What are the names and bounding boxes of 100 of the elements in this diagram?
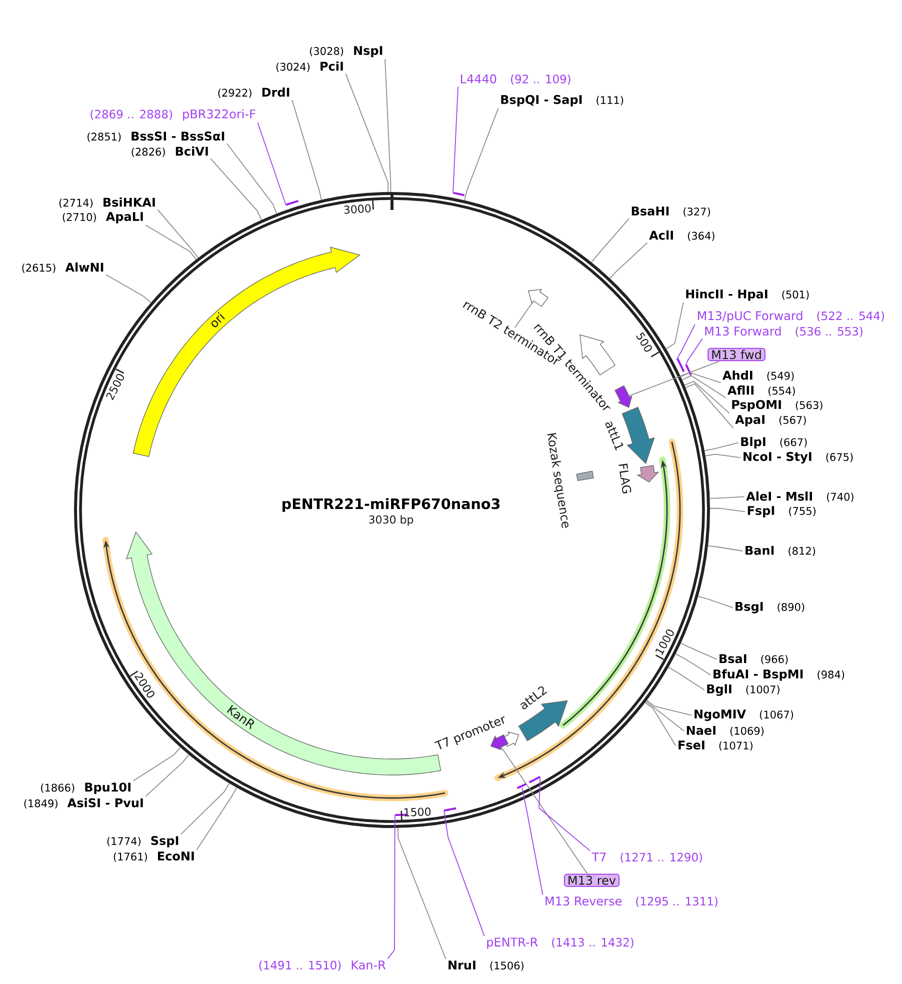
leader-line — [387, 814, 396, 960]
leader-line — [680, 372, 722, 384]
primer-mark — [444, 807, 456, 812]
leader-line — [132, 746, 181, 782]
leader-line — [704, 454, 742, 458]
leader-line — [684, 380, 730, 414]
leader-line — [668, 666, 705, 690]
enzyme-label: (2714) BsiHKAI — [59, 197, 155, 208]
leader-line — [444, 810, 485, 936]
leader-line — [675, 653, 712, 676]
primer-mark — [676, 358, 685, 372]
enzyme-label: BspQI - SapI (111) — [501, 95, 624, 106]
enzyme-label: BglI (1007) — [707, 684, 780, 696]
enzyme-label: HincII - HpaI (501) — [686, 289, 809, 301]
enzyme-label: FseI (1071) — [678, 740, 752, 751]
enzyme-label: NcoI - StyI (675) — [744, 452, 853, 464]
leader-line — [709, 496, 745, 499]
feature-label: FLAG — [618, 464, 632, 494]
enzyme-label: (2710) ApaLI — [62, 212, 143, 224]
scale-label: 1500 — [404, 807, 431, 816]
leader-line — [384, 58, 392, 192]
enzyme-label: (2851) BssSI - BssSαI — [88, 132, 224, 142]
enzyme-label: (1849) AsiSI - PvuI — [24, 798, 143, 809]
primer-mark — [286, 200, 299, 206]
scale-label: 1000 — [655, 629, 674, 655]
enzyme-label: NaeI (1069) — [686, 726, 764, 736]
primer-label: (1491 .. 1510) Kan-R — [259, 960, 386, 971]
leader-line — [591, 218, 630, 263]
primer-label: (2869 .. 2888) pBR322ori-F — [90, 109, 256, 121]
primer-label: T7 (1271 .. 1290) — [592, 852, 702, 863]
enzyme-label: AhdI (549) — [722, 370, 794, 381]
enzyme-label: PspOMI (563) — [732, 400, 822, 412]
feature-block: ori — [132, 246, 361, 457]
leader-line — [345, 73, 388, 192]
leader-line — [646, 700, 684, 732]
feature-block — [528, 288, 548, 307]
leader-line — [196, 787, 238, 850]
leader-line — [609, 242, 648, 279]
enzyme-label: AleI - MslI (740) — [746, 491, 854, 502]
leader-line — [686, 338, 703, 365]
primer-label: M13 Forward (536 .. 553) — [705, 326, 862, 338]
enzyme-label: BsgI (890) — [736, 602, 804, 614]
enzyme-label: BlpI (667) — [741, 436, 807, 448]
primer-mark — [528, 776, 540, 784]
enzyme-label: BfuAI - BspMI (984) — [714, 669, 844, 681]
leader-line — [628, 360, 720, 396]
leader-line — [464, 108, 499, 201]
leader-line — [538, 776, 590, 852]
leader-line — [210, 158, 262, 220]
enzyme-label: FspI (755) — [748, 506, 816, 518]
leader-line — [685, 383, 734, 429]
primer-label: L4440 (92 .. 109) — [460, 74, 570, 85]
primer-label: M13/pUC Forward (522 .. 544) — [698, 310, 884, 322]
leader-line — [680, 642, 718, 660]
enzyme-label: (3028) NspI — [310, 46, 382, 58]
leader-line — [704, 442, 739, 452]
leader-line — [292, 99, 322, 200]
leader-line — [397, 828, 446, 960]
leader-line — [666, 302, 684, 350]
feature-block — [622, 406, 655, 464]
leader-line — [522, 787, 544, 896]
scale-label: 3000 — [344, 204, 371, 214]
leader-line — [514, 300, 534, 328]
leader-line — [676, 324, 696, 359]
primer-label: M13 Reverse (1295 .. 1311) — [546, 896, 718, 907]
plasmid-name: pENTR221-miRFP670nano3 — [282, 498, 500, 512]
leader-line — [500, 746, 588, 874]
leader-line — [106, 274, 152, 304]
leader-line — [145, 754, 190, 797]
enzyme-label: (1774) SspI — [107, 836, 178, 848]
enzyme-label: BanI (812) — [746, 546, 816, 556]
enzyme-label: (1761) EcoNI — [114, 852, 194, 862]
enzyme-label: (2615) AlwNI — [22, 262, 104, 273]
enzyme-label: AflII (554) — [728, 385, 795, 396]
feature-label: attL1 — [605, 421, 624, 450]
enzyme-label: NruI (1506) — [448, 960, 524, 971]
primer-label: pENTR-R (1413 .. 1432) — [487, 938, 634, 949]
feature-box — [576, 470, 594, 481]
leader-line — [698, 596, 734, 608]
enzyme-label: AclI (364) — [649, 230, 714, 241]
enzyme-label: (1866) Bpu10I — [41, 782, 130, 794]
feature-label: Kozak sequence — [547, 432, 568, 528]
primer-mark — [685, 364, 692, 376]
leader-line — [452, 86, 458, 194]
feature-tag: M13 fwd — [708, 348, 766, 362]
enzyme-label: (2826) BciVI — [132, 146, 208, 157]
leader-line — [157, 209, 199, 258]
enzyme-label: (3024) PciI — [276, 61, 343, 72]
enzyme-label: NgoMIV (1067) — [694, 710, 794, 721]
primer-mark — [453, 192, 465, 196]
primer-mark — [516, 782, 527, 790]
leader-line — [145, 224, 197, 260]
enzyme-label: ApaI (567) — [735, 415, 806, 426]
leader-line — [682, 375, 726, 398]
leader-line — [257, 122, 286, 206]
leader-line — [226, 143, 278, 214]
leader-line — [180, 782, 230, 835]
enzyme-label: (2922) DrdI — [218, 87, 290, 98]
enzyme-label: BsaI (966) — [720, 654, 788, 664]
leader-line — [644, 702, 676, 746]
